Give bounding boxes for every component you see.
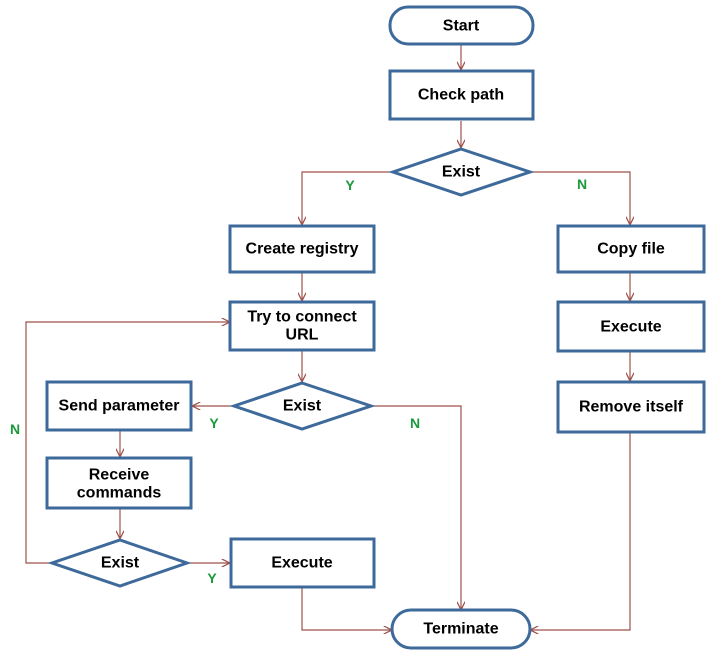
copy-file-node: Copy file [556,224,706,274]
exist-top-label: Exist [442,164,481,181]
exist-mid-decision: Exist [229,381,376,431]
label-low-no: N [10,421,20,437]
copy-file-label: Copy file [597,241,665,258]
remove-itself-label: Remove itself [579,399,684,416]
send-parameter-node: Send parameter [45,380,193,432]
terminate-node: Terminate [390,608,532,650]
edge-exist-mid-no [371,405,461,609]
try-connect-node: Try to connect URL [228,300,376,352]
send-parameter-label: Send parameter [59,398,180,415]
create-registry-node: Create registry [228,224,376,274]
label-low-yes: Y [207,570,217,586]
edge-exist-top-no [530,171,630,224]
edge-exist-low-no [25,322,229,564]
execute-right-label: Execute [600,319,661,336]
edge-execute-left-to-terminate [301,587,391,630]
remove-itself-node: Remove itself [556,380,706,434]
edge-labels: Y N Y N Y N [10,176,587,586]
check-path-node: Check path [388,69,535,121]
receive-commands-label-line1: Receive [89,467,150,484]
start-label: Start [443,18,480,35]
execute-right-node: Execute [556,300,706,353]
receive-commands-label-line2: commands [77,485,162,502]
start-node: Start [388,5,535,46]
exist-low-decision: Exist [47,538,192,588]
label-mid-no: N [410,415,420,431]
receive-commands-node: Receive commands [45,456,193,510]
edge-exist-top-yes [302,171,393,224]
exist-low-label: Exist [101,555,140,572]
edge-remove-to-terminate [531,432,631,630]
check-path-label: Check path [418,87,504,104]
try-connect-label-line1: Try to connect [247,309,357,326]
execute-left-label: Execute [271,555,332,572]
execute-left-node: Execute [229,537,376,589]
exist-top-decision: Exist [388,147,535,197]
try-connect-label-line2: URL [286,327,319,344]
create-registry-label: Create registry [246,241,359,258]
label-top-no: N [577,176,587,192]
label-top-yes: Y [345,177,355,193]
terminate-label: Terminate [423,621,498,638]
label-mid-yes: Y [209,415,219,431]
edges [25,44,631,630]
exist-mid-label: Exist [283,398,322,415]
